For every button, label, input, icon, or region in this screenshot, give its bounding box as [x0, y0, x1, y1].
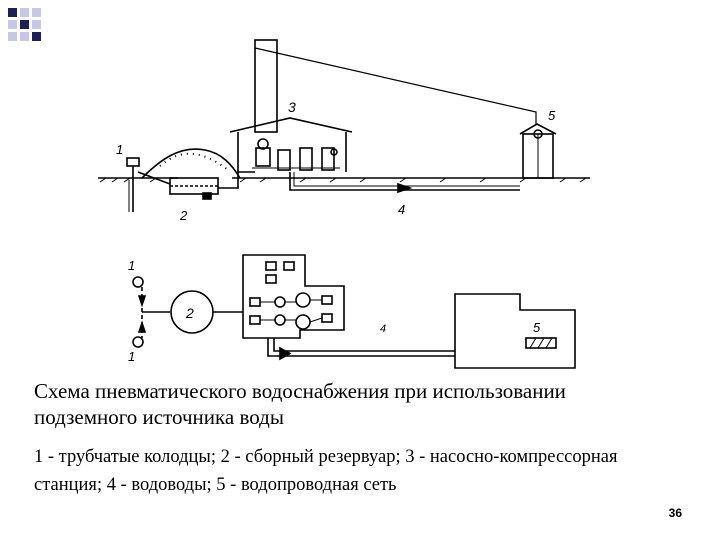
- station-tank: [295, 292, 311, 308]
- label-reservoir-plan: 2: [185, 305, 194, 321]
- diagram-legend: 1 - трубчатые колодцы; 2 - сборный резер…: [34, 447, 618, 495]
- pipeline: [289, 172, 520, 194]
- decor-square: [8, 8, 17, 17]
- decor-square: [8, 20, 17, 29]
- station-outline: [242, 254, 345, 339]
- decor-square: [20, 32, 29, 41]
- well-upper-symbol: [132, 276, 144, 288]
- label-well-top: 1: [116, 142, 123, 157]
- label-network-plan: 5: [533, 320, 541, 335]
- label-well-plan-upper: 1: [128, 258, 135, 273]
- station-tank: [295, 314, 311, 330]
- label-pipeline-top: 4: [398, 202, 405, 217]
- pipeline-plan-arrow: [279, 346, 292, 361]
- station-equipment: [265, 274, 277, 284]
- station-pump: [274, 314, 286, 326]
- mound-dots: [159, 152, 229, 171]
- decor-square: [8, 32, 17, 41]
- ground-hatching: [99, 177, 587, 183]
- pipeline-plan: [267, 338, 455, 357]
- station-equipment: [283, 261, 295, 271]
- pump-compressor-station: [229, 39, 353, 172]
- label-network-top: 5: [548, 108, 556, 123]
- schematic-plan: 1 1 2 4 5: [128, 254, 576, 369]
- network-outline: [454, 293, 576, 369]
- station-pump: [274, 296, 286, 308]
- well-lower-symbol: [132, 336, 144, 348]
- cross-section-view: 1 2 3 4 5: [98, 39, 590, 223]
- collecting-reservoir: [169, 177, 219, 200]
- station-equipment: [321, 295, 333, 305]
- tube-well: [126, 157, 140, 212]
- well-to-reservoir-pipe: [137, 171, 171, 185]
- earth-mound: [141, 148, 241, 179]
- decor-square: [20, 20, 29, 29]
- decor-square: [20, 8, 29, 17]
- station-equipment: [265, 261, 277, 271]
- station-equipment: [249, 315, 261, 325]
- label-pipeline-plan: 4: [380, 323, 386, 335]
- decor-square: [32, 8, 41, 17]
- overhead-line: [254, 47, 537, 124]
- reservoir-to-station-pipe: [218, 171, 255, 189]
- label-well-plan-lower: 1: [128, 349, 135, 364]
- station-equipment: [249, 297, 261, 307]
- slide-title: Схема пневматического водоснабжения при …: [34, 379, 566, 429]
- water-tower-building: [519, 123, 557, 179]
- label-station-top: 3: [288, 99, 296, 115]
- decor-square: [32, 32, 41, 41]
- station-equipment: [321, 313, 333, 323]
- well-arrow-down: [137, 295, 147, 308]
- station-internal-piping: [260, 299, 323, 323]
- pipeline-arrow: [397, 182, 413, 194]
- corner-squares-decoration: [0, 0, 60, 45]
- label-reservoir-top: 2: [179, 208, 188, 223]
- well-arrow-up: [137, 320, 147, 333]
- page-number: 36: [668, 506, 682, 520]
- network-reservoir-hatch: [529, 337, 553, 349]
- network-reservoir-symbol: [525, 337, 557, 349]
- decor-square: [32, 20, 41, 29]
